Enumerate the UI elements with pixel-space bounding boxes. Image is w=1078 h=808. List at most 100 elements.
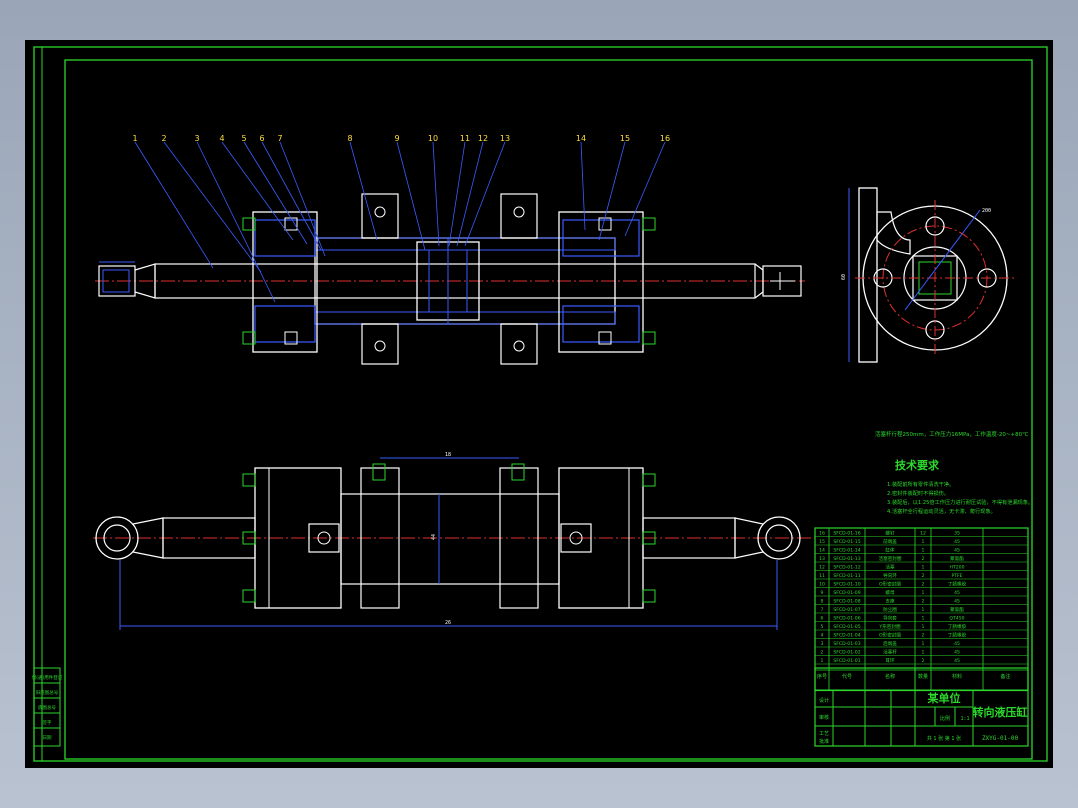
bom-cell-code: SFCD-01-08 xyxy=(833,599,860,605)
leader-line xyxy=(196,141,276,303)
bom-cell-no: 12 xyxy=(819,565,825,571)
bom-cell-name: 活塞密封圈 xyxy=(879,555,902,562)
left-clevis xyxy=(98,265,136,297)
bom-cell-no: 11 xyxy=(819,573,825,579)
bom-cell-code: SFCD-01-12 xyxy=(833,565,860,571)
part-number-4: 4 xyxy=(219,134,224,143)
bom-cell-no: 5 xyxy=(821,624,824,630)
part-number-5: 5 xyxy=(241,134,246,143)
part-number-16: 16 xyxy=(660,134,670,143)
leader-line xyxy=(580,141,586,231)
bom-cell-no: 2 xyxy=(821,650,824,656)
bom-cell-mat: 丁腈橡胶 xyxy=(948,632,967,639)
drawing-name: 转向液压缸 xyxy=(973,705,1028,719)
strip-label-3: 底图总号 xyxy=(38,704,56,711)
bom-cell-code: SFCD-01-07 xyxy=(833,607,860,613)
bom-cell-qty: 12 xyxy=(920,531,926,537)
bom-cell-no: 6 xyxy=(821,616,824,622)
right-eye xyxy=(757,516,801,560)
bom-cell-no: 8 xyxy=(821,599,824,605)
bore-span-dim: 18 xyxy=(445,452,451,458)
bom-cell-no: 1 xyxy=(821,658,824,664)
bom-cell-mat: PTFE xyxy=(951,573,962,579)
bom-header-qty: 数量 xyxy=(918,673,928,680)
bom-cell-name: 活塞杆 xyxy=(883,649,897,656)
bom-header-no: 序号 xyxy=(817,673,827,680)
leader-line xyxy=(163,141,262,273)
part-number-2: 2 xyxy=(161,134,166,143)
leader-line xyxy=(279,141,326,257)
bom-cell-code: SFCD-01-13 xyxy=(833,556,860,562)
bom-cell-name: 后端盖 xyxy=(883,640,897,647)
bom-cell-mat: 丁腈橡胶 xyxy=(948,581,967,588)
bom-cell-no: 7 xyxy=(821,607,824,613)
bom-cell-qty: 1 xyxy=(922,616,925,622)
bom-cell-qty: 1 xyxy=(922,565,925,571)
bom-cell-qty: 1 xyxy=(922,641,925,647)
scale-label: 比例 xyxy=(940,715,950,722)
part-number-6: 6 xyxy=(259,134,264,143)
bom-cell-mat: 45 xyxy=(954,548,960,554)
total-length-dim: 26 xyxy=(445,620,451,626)
leader-line xyxy=(134,141,214,269)
bom-cell-mat: 聚氨酯 xyxy=(950,606,964,613)
part-number-14: 14 xyxy=(576,134,586,143)
bom-cell-name: O形密封圈 xyxy=(879,581,901,588)
bom-cell-name: 耳环 xyxy=(885,658,895,664)
side-flange-profile xyxy=(858,187,878,363)
role-4: 批准 xyxy=(819,738,829,745)
left-eye xyxy=(95,516,139,560)
bom-cell-no: 15 xyxy=(819,539,825,545)
part-number-10: 10 xyxy=(428,134,438,143)
bom-cell-mat: 45 xyxy=(954,641,960,647)
drawing-code: ZXYG-01-00 xyxy=(982,735,1019,742)
bom-cell-mat: 聚氨酯 xyxy=(950,555,964,562)
part-number-15: 15 xyxy=(620,134,630,143)
bom-cell-no: 14 xyxy=(819,548,825,554)
mounting-lugs xyxy=(361,193,538,365)
unit-name: 某单位 xyxy=(927,691,961,705)
tech-item-2: 2.密封件装配时不得损伤。 xyxy=(887,489,949,497)
role-1: 设计 xyxy=(819,697,829,704)
bom-cell-no: 10 xyxy=(819,582,825,588)
bom-cell-code: SFCD-01-04 xyxy=(833,633,860,639)
sheet-info: 共 1 张 第 1 张 xyxy=(927,735,961,742)
scale-value: 1:1 xyxy=(960,716,969,722)
hydraulic-cylinder-drawing: 借(通)用件登记 旧底图总号 底图总号 签字 日期 xyxy=(32,46,1048,762)
left-end-cap xyxy=(242,211,318,353)
bom-cell-code: SFCD-01-14 xyxy=(833,548,860,554)
bom-cell-name: O形密封圈 xyxy=(879,632,901,639)
bom-cell-qty: 1 xyxy=(922,548,925,554)
leader-line xyxy=(464,141,506,247)
bom-cell-mat: HT200 xyxy=(949,565,964,571)
bom-cell-qty: 2 xyxy=(922,582,925,588)
side-height-dim: 44 xyxy=(431,534,437,540)
bom-cell-mat: QT450 xyxy=(949,616,964,622)
leader-line xyxy=(221,141,294,241)
bom-cell-qty: 1 xyxy=(922,607,925,613)
strip-label-4: 签字 xyxy=(43,719,52,726)
bom-cell-code: SFCD-01-16 xyxy=(833,531,860,537)
bom-cell-code: SFCD-01-06 xyxy=(833,616,860,622)
part-number-9: 9 xyxy=(394,134,399,143)
bom-cell-code: SFCD-01-05 xyxy=(833,624,860,630)
bom-cell-qty: 1 xyxy=(922,650,925,656)
drawing-sheet: 借(通)用件登记 旧底图总号 底图总号 签字 日期 xyxy=(25,40,1053,768)
flange-dia-label: 200 xyxy=(982,208,991,214)
part-number-1: 1 xyxy=(132,134,137,143)
strip-label-2: 旧底图总号 xyxy=(36,689,59,696)
bom-cell-name: 缸体 xyxy=(885,547,895,554)
role-2: 审核 xyxy=(819,714,829,721)
strip-label-5: 日期 xyxy=(43,735,52,741)
bom-cell-name: 导向套 xyxy=(883,615,897,622)
technical-notes: 活塞杆行程250mm，工作压力16MPa，工作温度-20~+80℃ 技术要求 1… xyxy=(875,430,1033,515)
bom-cell-code: SFCD-01-11 xyxy=(833,573,860,579)
leader-line xyxy=(598,141,626,241)
bom-cell-qty: 2 xyxy=(922,599,925,605)
leader-line xyxy=(261,141,322,251)
tech-item-1: 1.装配前所有零件清洗干净。 xyxy=(887,480,954,488)
tech-title: 技术要求 xyxy=(895,458,940,472)
leader-line xyxy=(456,141,484,247)
bom-header-name: 名称 xyxy=(885,673,895,680)
